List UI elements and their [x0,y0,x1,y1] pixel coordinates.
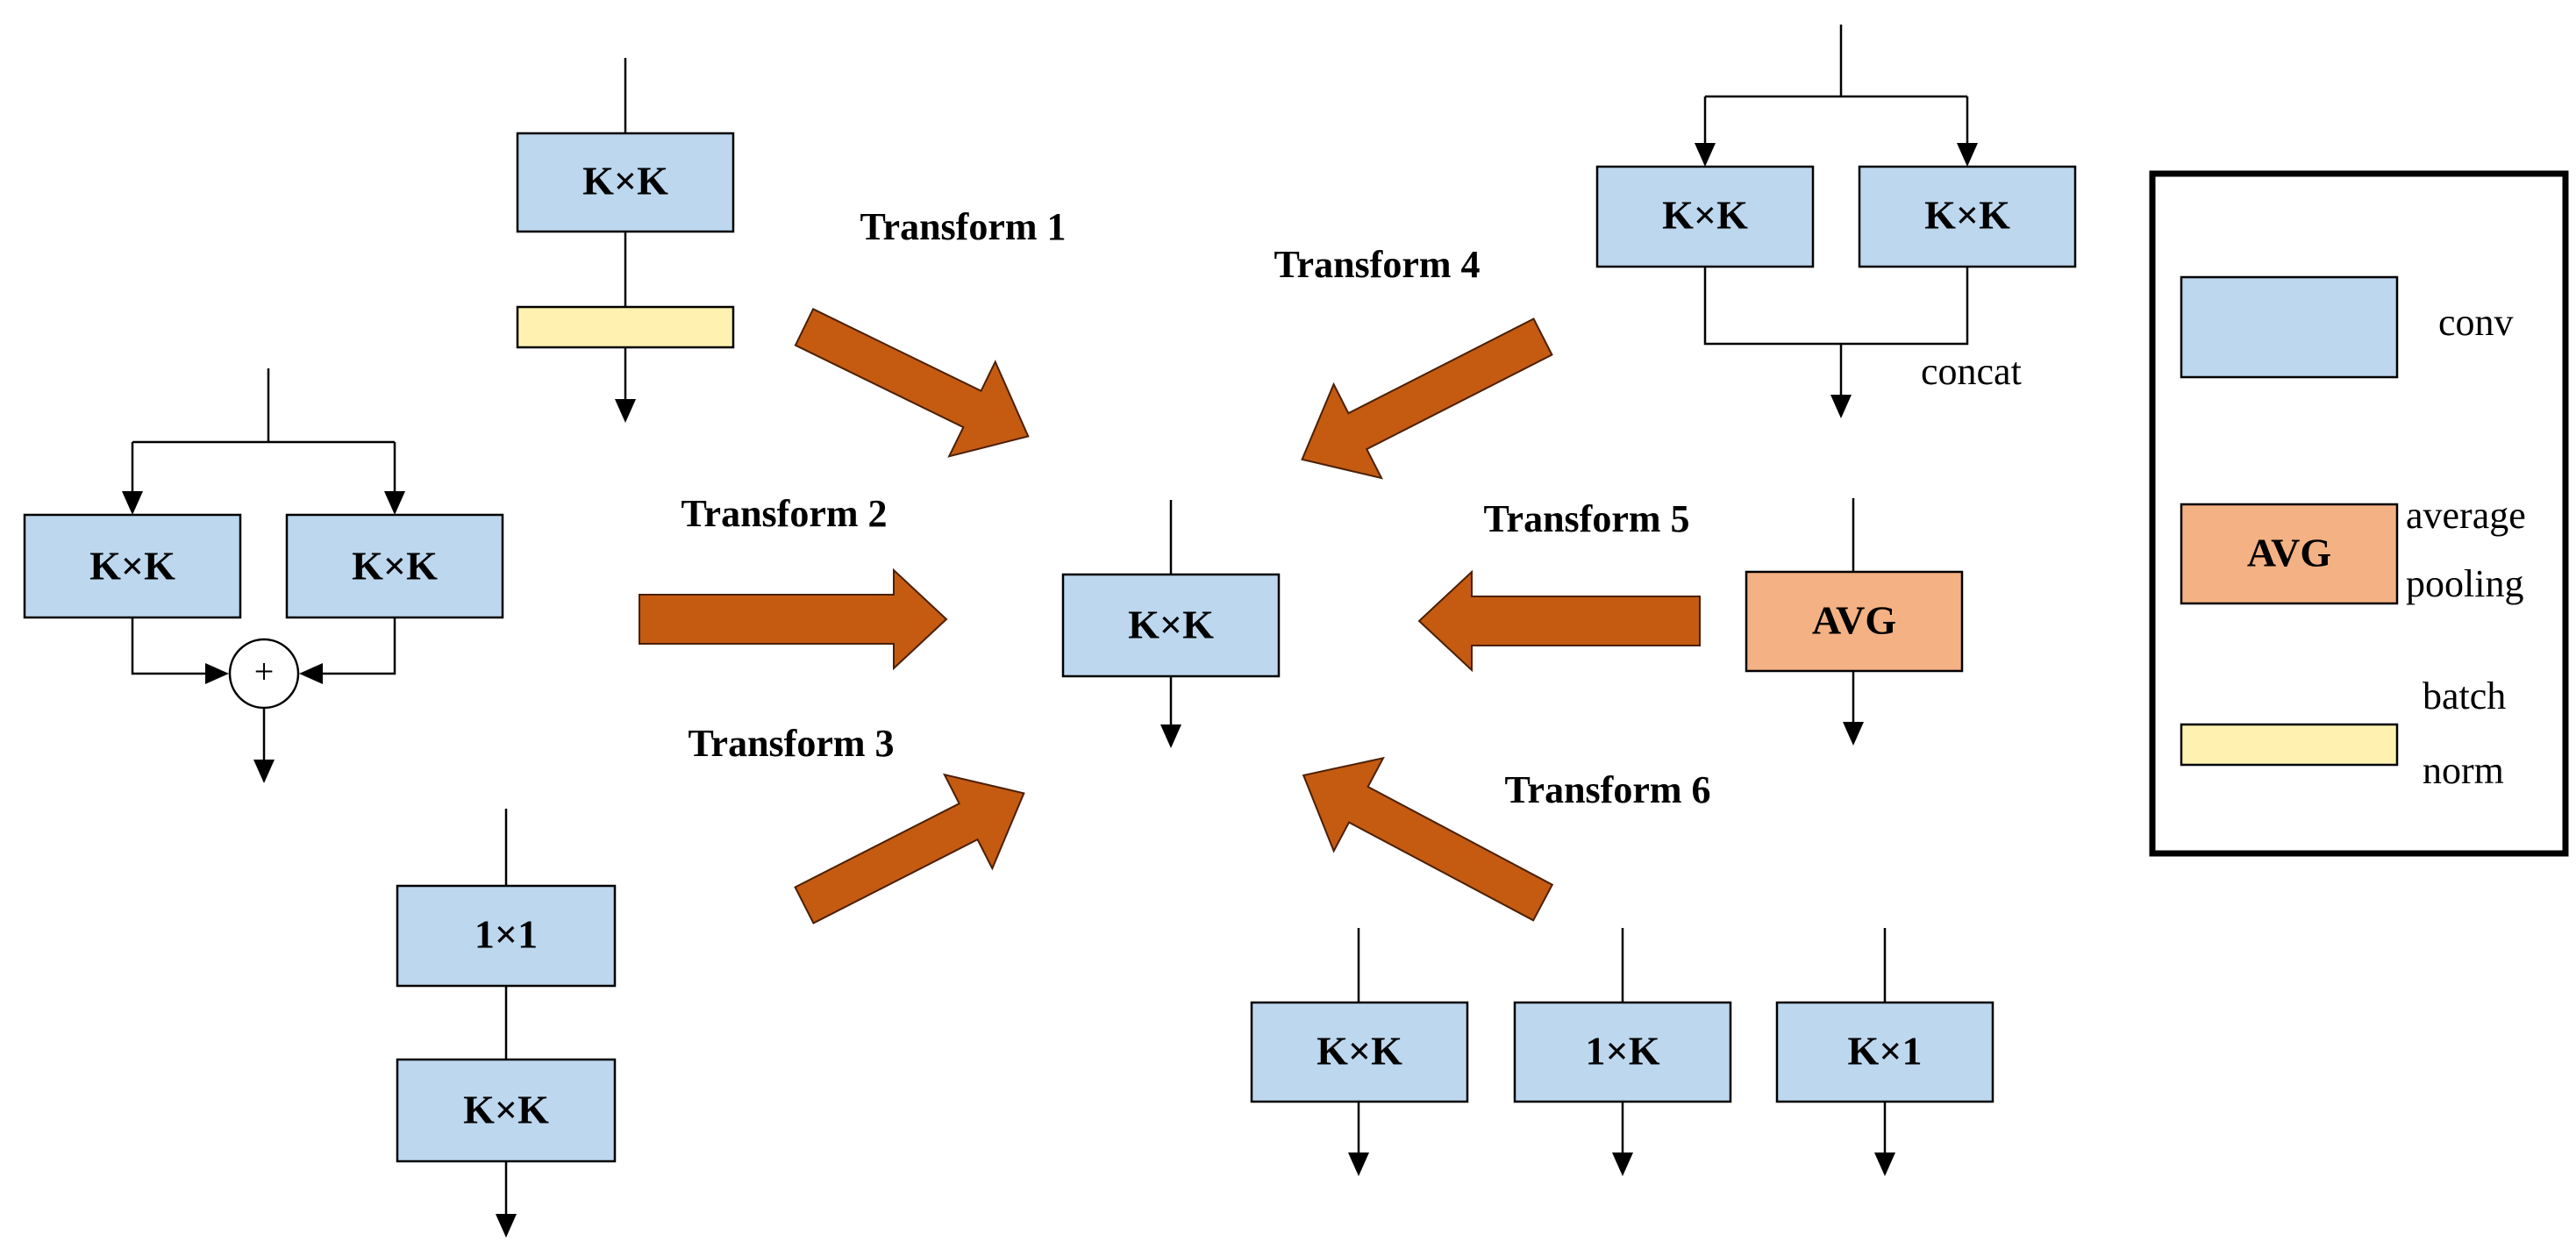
t3-conv-kxk-label: K×K [463,1088,549,1132]
transform-5-branch: AVG [1745,498,1964,746]
t6-conv-kx1-label: K×1 [1848,1029,1923,1074]
transform-4-arrow [1301,318,1553,480]
t6-1xk-output-arrowhead [1612,1153,1633,1176]
t2-conv-right-box [285,513,504,619]
center-conv-label: K×K [1128,603,1214,647]
t4-right-arrowhead [1957,143,1978,167]
transform-2-branch: K×K K×K + [23,368,504,783]
t2-conv-right-label: K×K [352,544,438,589]
t2-right-arrowhead [384,491,405,515]
transform-4-branch: K×K K×K concat [1595,25,2077,418]
center-output-arrowhead [1160,724,1181,748]
legend-conv-label: conv [2438,301,2514,344]
t2-add-symbol: + [254,652,275,691]
t2-right-merge-arrowhead [299,663,323,684]
t1-conv-label: K×K [582,159,668,203]
t2-left-merge-line [131,617,205,675]
t6-conv-1xk-box [1513,1001,1732,1103]
t1-batch-norm-box [516,305,735,349]
t6-conv-1xk-label: 1×K [1586,1029,1660,1074]
t2-output-arrowhead [253,760,275,783]
transform-3-arrow [794,773,1025,924]
t3-output-arrowhead [496,1214,517,1238]
t4-left-arrowhead [1695,143,1716,167]
t6-kxk-output-arrowhead [1348,1153,1369,1176]
transform-1-arrow [794,307,1030,458]
t3-conv-kxk-box [396,1058,617,1163]
t6-conv-kxk-box [1250,1001,1469,1103]
transform-3-branch: 1×1 K×K [396,809,617,1238]
legend-avg-line2: pooling [2406,562,2523,605]
legend-avg-box-label: AVG [2247,531,2331,575]
transform-6-arrow [1302,756,1554,922]
t4-conv-right-box [1858,165,2077,268]
legend-avg-line1: average [2406,494,2526,537]
legend-conv-swatch [2180,275,2399,379]
t3-conv-1x1-label: 1×1 [475,912,538,957]
legend: conv AVG average pooling batch norm [2149,170,2569,857]
legend-avg-swatch [2180,503,2399,605]
transform-1-label: Transform 1 [860,205,1066,248]
transform-2-label: Transform 2 [681,492,887,535]
transform-5-label: Transform 5 [1483,497,1689,540]
legend-bn-line2: norm [2423,749,2504,792]
center-block: K×K [1061,500,1281,748]
t1-output-arrowhead [615,399,636,423]
t2-left-merge-arrowhead [205,663,229,684]
transform-1-branch: K×K [516,58,735,423]
t2-left-arrowhead [122,491,143,515]
t2-right-merge-line [323,617,396,675]
transform-2-arrow [639,567,948,671]
t4-conv-left-box [1595,165,1815,268]
t2-conv-left-label: K×K [89,544,175,589]
t5-avg-label: AVG [1812,598,1896,643]
t5-output-arrowhead [1843,722,1864,746]
t4-conv-left-label: K×K [1662,193,1748,238]
t6-conv-kx1-box [1775,1001,1994,1103]
transform-5-arrow [1417,569,1701,673]
t6-conv-kxk-label: K×K [1317,1029,1402,1074]
t4-output-arrowhead [1830,395,1852,418]
t4-concat-label: concat [1921,350,2022,393]
transform-6-branch: K×K 1×K K×1 [1250,928,1994,1176]
t2-conv-left-box [23,513,242,619]
t6-kx1-output-arrowhead [1874,1153,1895,1176]
transform-3-label: Transform 3 [688,722,894,765]
transform-4-label: Transform 4 [1274,243,1480,286]
t5-avg-box [1745,570,1964,673]
legend-batch-norm-swatch [2180,723,2399,767]
t4-concat-line [1703,267,1969,346]
legend-bn-line1: batch [2423,674,2506,717]
t4-conv-right-label: K×K [1924,193,2010,238]
t3-conv-1x1-box [396,884,617,988]
transform-6-label: Transform 6 [1504,768,1710,811]
